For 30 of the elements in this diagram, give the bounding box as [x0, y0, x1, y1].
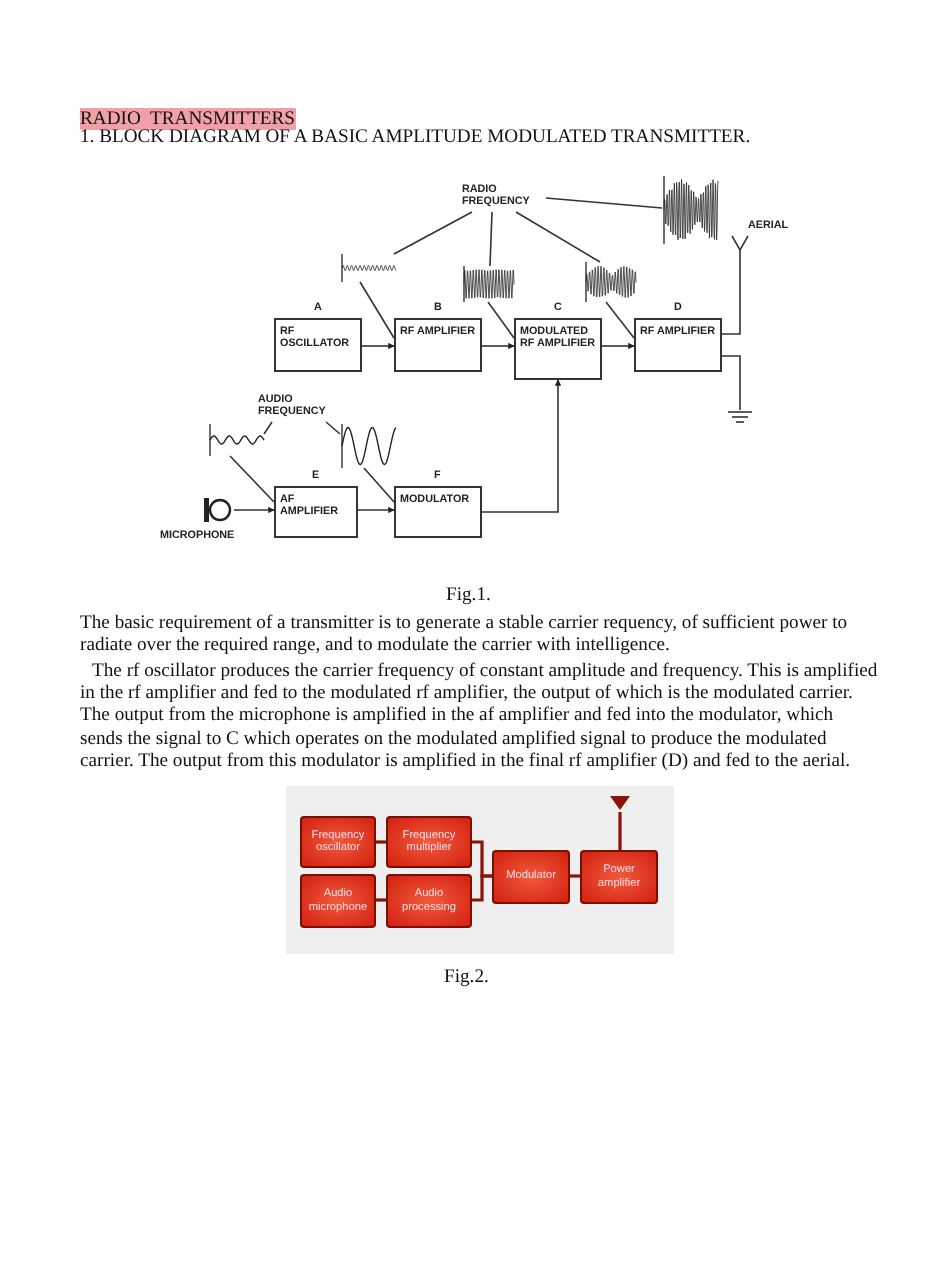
connector-line: [359, 281, 395, 339]
connector-line: [570, 874, 580, 878]
connector-line: [229, 455, 275, 503]
connector-line: [721, 261, 741, 335]
paragraph: The basic requirement of a transmitter is to generate a stable carrier requency, of sufficient power to radiate over the required range, and to modulate the carrier with intelligence.: [80, 612, 850, 657]
connector-line: [363, 467, 395, 503]
page-heading: 1. BLOCK DIAGRAM OF A BASIC AMPLITUDE MODULATED TRANSMITTER.: [80, 126, 751, 149]
connector-line: [376, 898, 386, 902]
connector-line: [487, 301, 515, 339]
leader-line: [515, 211, 601, 263]
arrow: [481, 342, 515, 350]
arrow: [361, 342, 395, 350]
leader-line: [263, 421, 273, 435]
connector-line: [472, 874, 492, 902]
leader-line: [618, 812, 622, 850]
arrow: [481, 379, 562, 513]
arrow: [357, 506, 395, 514]
connector-line: [376, 840, 386, 844]
leader-line: [325, 421, 341, 435]
section-heading: RADIO TRANSMITTERS: [80, 108, 295, 131]
connector-line: [721, 355, 741, 411]
arrow: [233, 506, 275, 514]
leader-line: [489, 211, 493, 267]
figure-caption: Fig.1.: [446, 584, 491, 607]
figure-caption: Fig.2.: [444, 966, 489, 989]
leader-line: [393, 211, 473, 255]
leader-line: [545, 197, 663, 209]
arrow: [601, 342, 635, 350]
paragraph: The rf oscillator produces the carrier frequency of constant amplitude and frequency. This is amplified in the rf amplifier and fed to the modulated rf amplifier, the output of which is the modulated carrier. The output from the microphone is amplified in the af amplifier and fed into the modulator, which sends the signal to C which operates on the modulated amplified signal to produce the modulated carrier. The output from this modulator is amplified in the final rf amplifier (D) and fed to the aerial.: [80, 660, 880, 773]
connector-line: [605, 301, 635, 339]
